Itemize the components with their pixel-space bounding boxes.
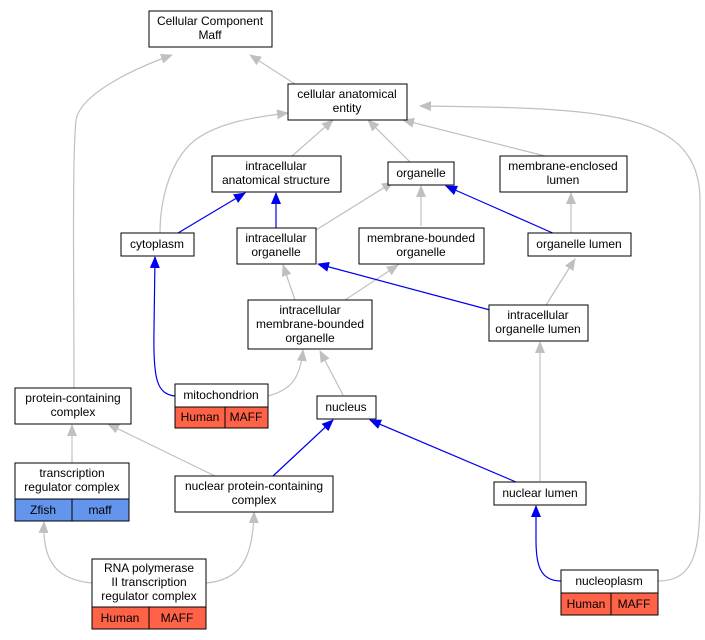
edge-npcc-nucleus [272,419,334,477]
edge-rnap-trc [38,521,93,584]
node-cellular-anatomical-entity[interactable]: cellular anatomical entity [287,83,408,121]
node-label: membrane-bounded [256,317,364,331]
node-label: lumen [547,173,580,187]
node-label: regulator complex [24,480,119,494]
node-label: protein-containing [25,391,120,405]
node-cytoplasm[interactable]: cytoplasm [120,232,195,257]
edge-np-cae [419,101,701,582]
node-transcription-regulator-complex[interactable]: transcription regulator complex Zfish ma… [14,462,130,522]
edge-io-organelle [315,181,394,231]
tag-label: Human [181,410,220,424]
edge-ol-organelle [445,185,556,235]
edge-organelle-cae [367,119,411,163]
node-label: complex [51,405,96,419]
node-label: complex [232,493,277,507]
edge-cytoplasm-ias [177,192,246,234]
node-label: regulator complex [101,589,196,603]
node-intracellular-membrane-bounded-organelle[interactable]: intracellular membrane-bounded organelle [247,299,373,350]
tag-label: Human [567,597,606,611]
node-label: nucleoplasm [575,574,642,588]
node-rna-polymerase-ii-transcription-regulator-complex[interactable]: RNA polymerase II transcription regulato… [91,558,207,630]
node-membrane-bounded-organelle[interactable]: membrane-bounded organelle [358,227,485,265]
node-label: intracellular [279,303,340,317]
node-label: II transcription [111,575,186,589]
node-label: membrane-enclosed [508,159,617,173]
node-label: anatomical structure [222,173,330,187]
node-protein-containing-complex[interactable]: protein-containing complex [14,387,132,425]
node-label: RNA polymerase [104,561,194,575]
node-label: intracellular [245,159,306,173]
node-label: organelle lumen [536,237,621,251]
node-label: organelle [251,245,301,259]
node-organelle[interactable]: organelle [387,161,455,186]
node-label: membrane-bounded [367,231,475,245]
node-label: organelle [285,331,335,345]
node-label: organelle lumen [495,322,580,336]
node-label: organelle [396,245,446,259]
node-mitochondrion[interactable]: mitochondrion Human MAFF [174,383,269,429]
edges-blue [149,185,562,582]
node-label: Cellular Component [157,14,264,28]
node-intracellular-anatomical-structure[interactable]: intracellular anatomical structure [211,155,342,193]
edge-iol-ol [545,258,576,306]
node-label: intracellular [245,231,306,245]
tag-gene [148,606,207,630]
node-nucleus[interactable]: nucleus [316,395,377,420]
node-nucleoplasm[interactable]: nucleoplasm Human MAFF [560,569,659,616]
node-label: intracellular [507,308,568,322]
tag-gene [224,406,269,429]
tag-label: Zfish [30,503,56,517]
node-label: nucleus [325,400,366,414]
node-label: nuclear protein-containing [185,479,323,493]
edge-cae-root [249,54,299,87]
tag-gene [71,498,130,522]
node-label: cytoplasm [130,237,184,251]
node-label: cellular anatomical [297,87,396,101]
edge-cytoplasm-cae [159,109,289,234]
edge-mito-cytoplasm [149,256,176,397]
edge-iol-io [317,262,491,311]
tag-gene [610,592,659,616]
tag-label: MAFF [618,597,651,611]
tag-label: maff [88,503,112,517]
node-label: mitochondrion [183,388,258,402]
edge-ias-cae [291,119,334,157]
edge-mel-cae [402,117,546,157]
edge-imbo-io [281,264,296,301]
edge-pcc-root [72,53,173,389]
node-nuclear-protein-containing-complex[interactable]: nuclear protein-containing complex [174,475,334,513]
edge-npcc-pcc [107,423,216,477]
node-membrane-enclosed-lumen[interactable]: membrane-enclosed lumen [499,155,628,193]
node-label: Maff [198,28,222,42]
edge-rnap-npcc [205,511,259,584]
node-label: entity [333,101,362,115]
node-label: organelle [396,166,446,180]
node-intracellular-organelle-lumen[interactable]: intracellular organelle lumen [488,304,589,342]
node-cellular-component-root[interactable]: Cellular Component Maff [148,10,273,48]
edge-imbo-mbo [344,264,399,301]
node-label: nuclear lumen [502,486,577,500]
edge-nucleus-imbo [319,350,344,396]
edge-np-nl [531,505,562,582]
node-label: transcription [39,466,104,480]
tag-label: MAFF [161,611,194,625]
node-organelle-lumen[interactable]: organelle lumen [527,232,632,257]
node-nuclear-lumen[interactable]: nuclear lumen [493,481,587,506]
edges-gray [38,53,701,584]
tag-label: MAFF [230,410,263,424]
tag-label: Human [101,611,140,625]
node-intracellular-organelle[interactable]: intracellular organelle [236,227,317,265]
edge-mito-imbo [267,349,307,397]
edge-nl-nucleus [369,419,517,483]
